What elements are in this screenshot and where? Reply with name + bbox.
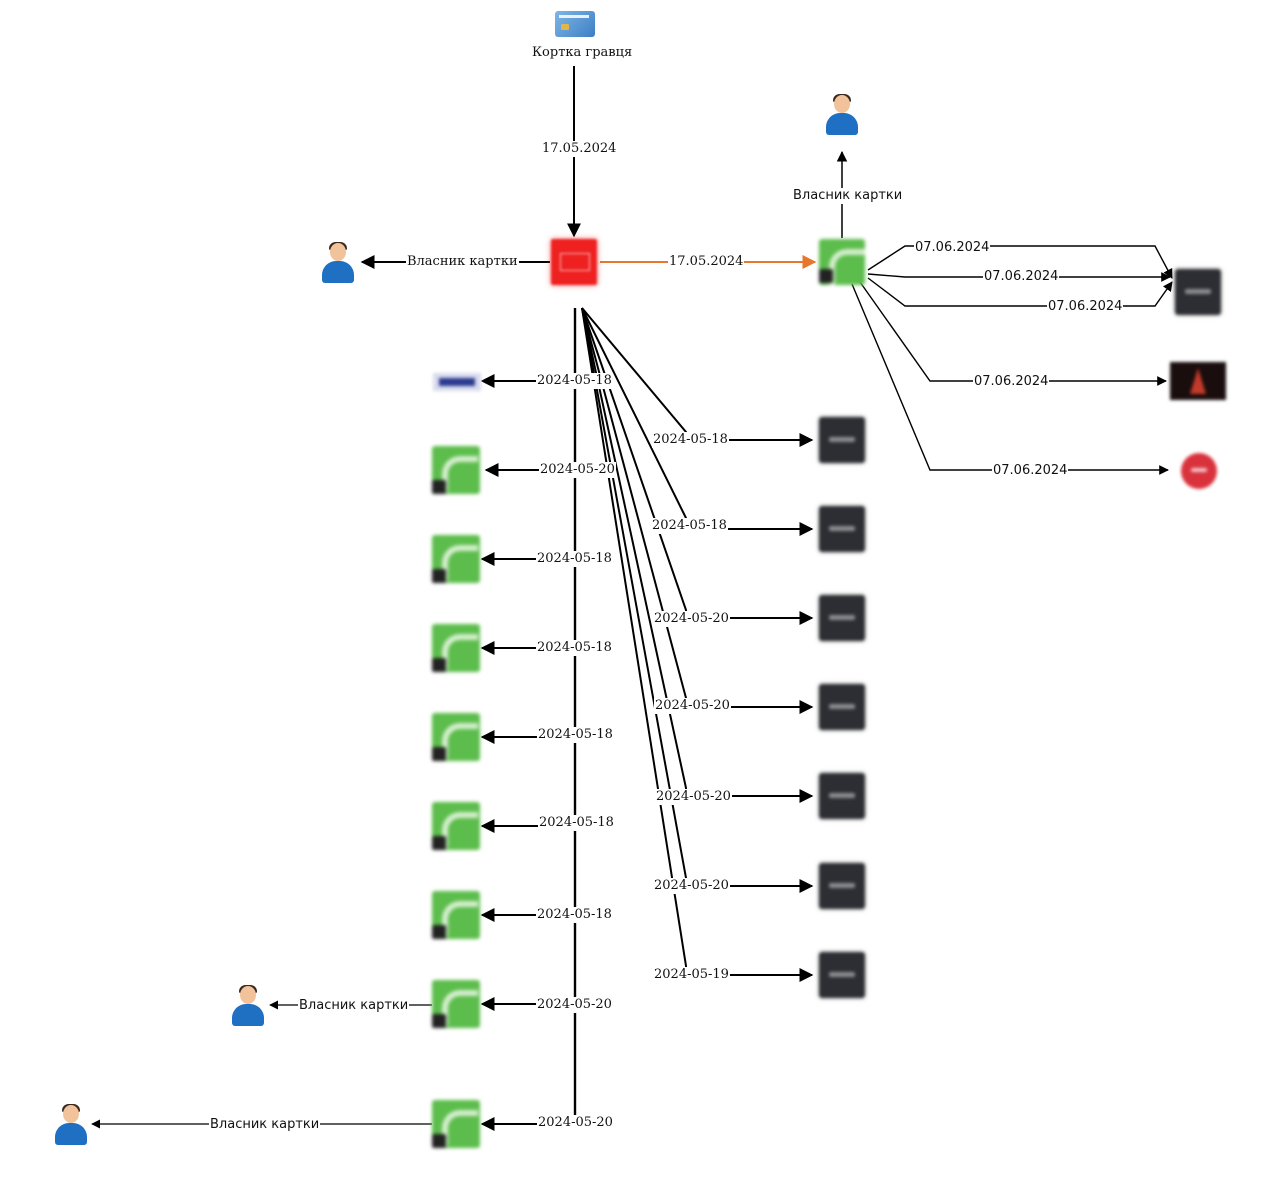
edge-label-left-3: 2024-05-18: [536, 551, 613, 567]
edge-right-5: [851, 283, 1169, 475]
left-target-3-icon[interactable]: [432, 535, 480, 583]
left-owner-9-person-icon[interactable]: [55, 1104, 87, 1145]
mid-target-6-icon[interactable]: [819, 863, 865, 909]
edge-label-mid-5: 2024-05-20: [655, 789, 732, 805]
edge-label-left-9: 2024-05-20: [537, 1115, 614, 1131]
edge-label-mid-6: 2024-05-20: [653, 878, 730, 894]
mid-target-1-icon[interactable]: [819, 417, 865, 463]
edge-label-mid-1: 2024-05-18: [652, 432, 729, 448]
edge-label-right-2: 07.06.2024: [983, 269, 1060, 285]
left-target-4-icon[interactable]: [432, 624, 480, 672]
credit-card-icon[interactable]: [555, 11, 595, 37]
edge-right-3: [867, 277, 1173, 307]
edge-fan-4: [581, 307, 814, 714]
mid-target-5-icon[interactable]: [819, 773, 865, 819]
edge-label-right-owner: Власник картки: [792, 188, 904, 204]
edge-label-mid-3: 2024-05-20: [653, 611, 730, 627]
edge-label-right-1: 07.06.2024: [914, 240, 991, 256]
right-target-1-icon[interactable]: [1175, 269, 1221, 315]
edge-label-left-8: 2024-05-20: [536, 997, 613, 1013]
edge-label-left-2: 2024-05-20: [539, 462, 616, 478]
edge-label-right-3: 07.06.2024: [1047, 299, 1124, 315]
edge-fan-5: [581, 307, 814, 803]
mid-target-7-icon[interactable]: [819, 952, 865, 998]
left-target-1-icon[interactable]: [433, 373, 481, 391]
left-target-7-icon[interactable]: [432, 891, 480, 939]
right-target-2-icon[interactable]: [1170, 362, 1226, 400]
left-owner-8-person-icon[interactable]: [232, 985, 264, 1026]
edge-label-main-owner: Власник картки: [406, 254, 519, 270]
edge-label-mid-4: 2024-05-20: [654, 698, 731, 714]
left-target-8-icon[interactable]: [432, 980, 480, 1028]
left-target-2-icon[interactable]: [432, 446, 480, 494]
edge-label-left-5: 2024-05-18: [537, 727, 614, 743]
edge-label-left-7: 2024-05-18: [536, 907, 613, 923]
edge-label-right-5: 07.06.2024: [992, 463, 1069, 479]
edge-fan-1: [581, 307, 814, 447]
left-target-6-icon[interactable]: [432, 802, 480, 850]
edge-label-left-4: 2024-05-18: [536, 640, 613, 656]
edge-right-4: [859, 281, 1167, 386]
left-target-9-icon[interactable]: [432, 1100, 480, 1148]
left-target-5-icon[interactable]: [432, 713, 480, 761]
edge-label-left-1: 2024-05-18: [536, 373, 613, 389]
card-caption: Кортка гравця: [532, 45, 633, 60]
edge-label-owner-9: Власник картки: [209, 1117, 321, 1133]
edge-label-main-right: 17.05.2024: [668, 254, 745, 270]
edge-right-1: [867, 245, 1173, 279]
main-bank-icon[interactable]: [551, 239, 597, 285]
edge-label-owner-8: Власник картки: [298, 998, 410, 1014]
mid-target-4-icon[interactable]: [819, 684, 865, 730]
edge-label-right-4: 07.06.2024: [973, 374, 1050, 390]
person-icon[interactable]: [322, 242, 354, 283]
edge-label-card-date: 17.05.2024: [541, 141, 618, 157]
right-target-3-icon[interactable]: [1181, 453, 1217, 489]
mid-target-2-icon[interactable]: [819, 506, 865, 552]
edge-right-2: [867, 272, 1171, 282]
edge-label-mid-7: 2024-05-19: [653, 967, 730, 983]
right-owner-person-icon[interactable]: [826, 94, 858, 135]
edge-label-left-6: 2024-05-18: [538, 815, 615, 831]
edge-label-mid-2: 2024-05-18: [651, 518, 728, 534]
right-bank-icon[interactable]: [819, 239, 865, 285]
mid-target-3-icon[interactable]: [819, 595, 865, 641]
